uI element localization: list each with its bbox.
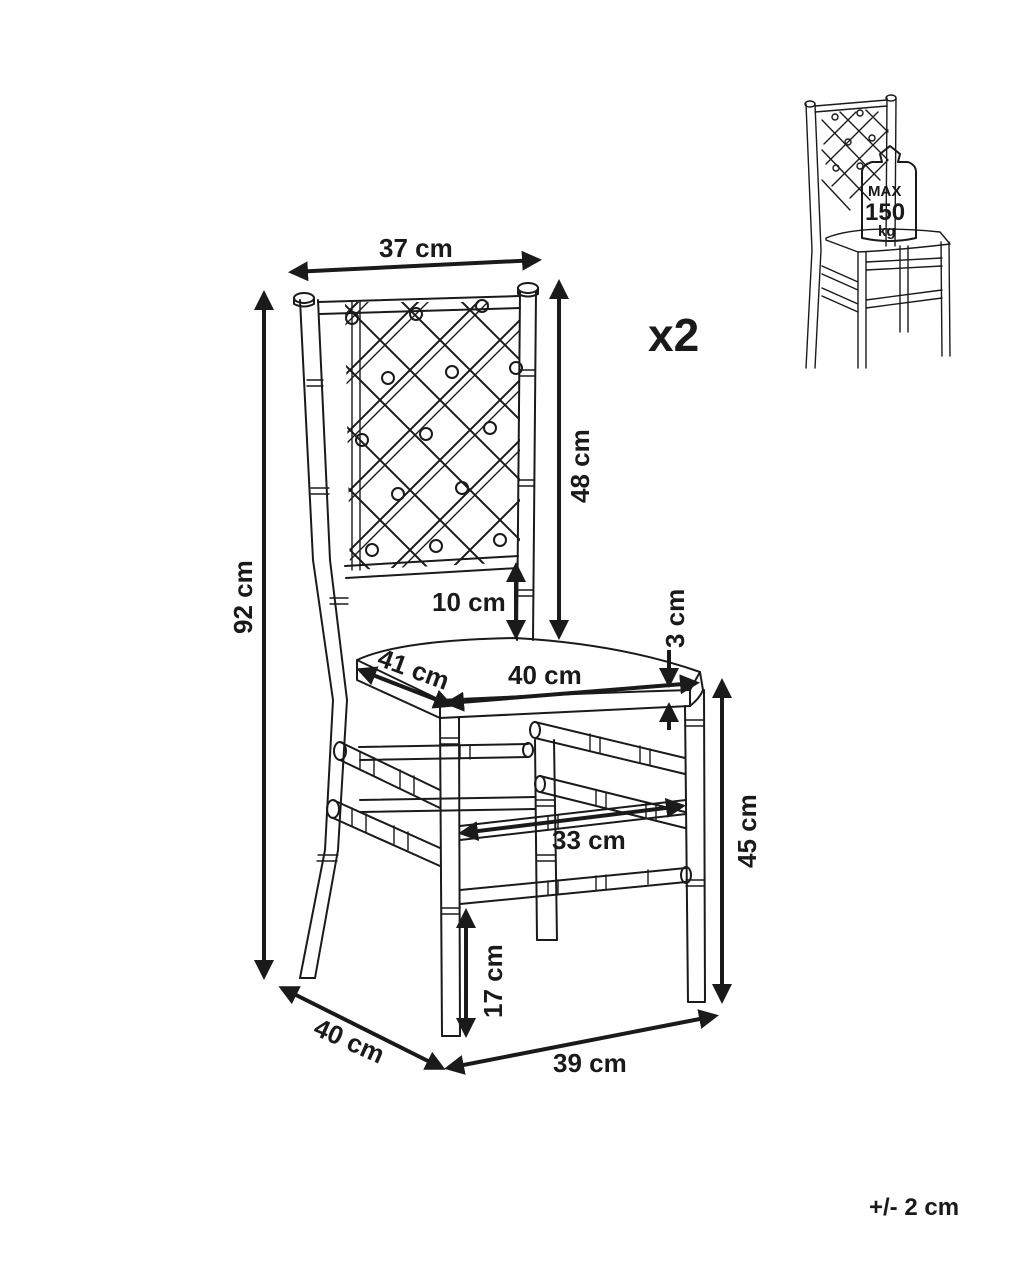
stretcher-height-label: 17 cm bbox=[478, 944, 508, 1018]
front-left-leg bbox=[439, 717, 461, 1037]
load-badge-unit: kg bbox=[878, 223, 896, 240]
tolerance-note: +/- 2 cm bbox=[869, 1194, 959, 1221]
base-depth-arrow bbox=[278, 986, 446, 1070]
load-badge-max: MAX bbox=[868, 183, 901, 200]
total-height-label: 92 cm bbox=[228, 560, 258, 634]
quantity-label: x2 bbox=[648, 309, 699, 361]
base-width-label: 39 cm bbox=[553, 1048, 627, 1078]
seat-width-arrow bbox=[444, 674, 700, 712]
rear-stretchers bbox=[358, 742, 536, 813]
load-capacity-illustration: MAX 150 kg bbox=[804, 94, 951, 369]
back-right-post bbox=[516, 282, 539, 641]
seat-depth-arrow bbox=[356, 666, 454, 709]
lattice-knots bbox=[345, 299, 523, 557]
chair-drawing bbox=[293, 282, 706, 1037]
back-left-post bbox=[293, 292, 349, 979]
dimension-lines bbox=[254, 250, 732, 1075]
backrest-width-arrow bbox=[288, 250, 542, 282]
stretcher-width-arrow bbox=[458, 798, 686, 841]
seat-height-label: 45 cm bbox=[732, 794, 762, 868]
seat-thickness-label: 3 cm bbox=[660, 589, 690, 648]
load-badge-weight: 150 bbox=[865, 199, 905, 226]
right-stretchers bbox=[529, 721, 686, 829]
left-stretchers bbox=[326, 741, 441, 867]
backrest-width-label: 37 cm bbox=[379, 233, 453, 263]
backrest-height-label: 48 cm bbox=[565, 429, 595, 503]
stretcher-width-label: 33 cm bbox=[552, 825, 626, 855]
gap-label: 10 cm bbox=[432, 587, 506, 617]
backrest-lattice bbox=[345, 302, 520, 570]
seat-width-label: 40 cm bbox=[508, 660, 582, 690]
front-right-leg bbox=[684, 689, 706, 1003]
base-width-arrow bbox=[444, 1009, 719, 1075]
